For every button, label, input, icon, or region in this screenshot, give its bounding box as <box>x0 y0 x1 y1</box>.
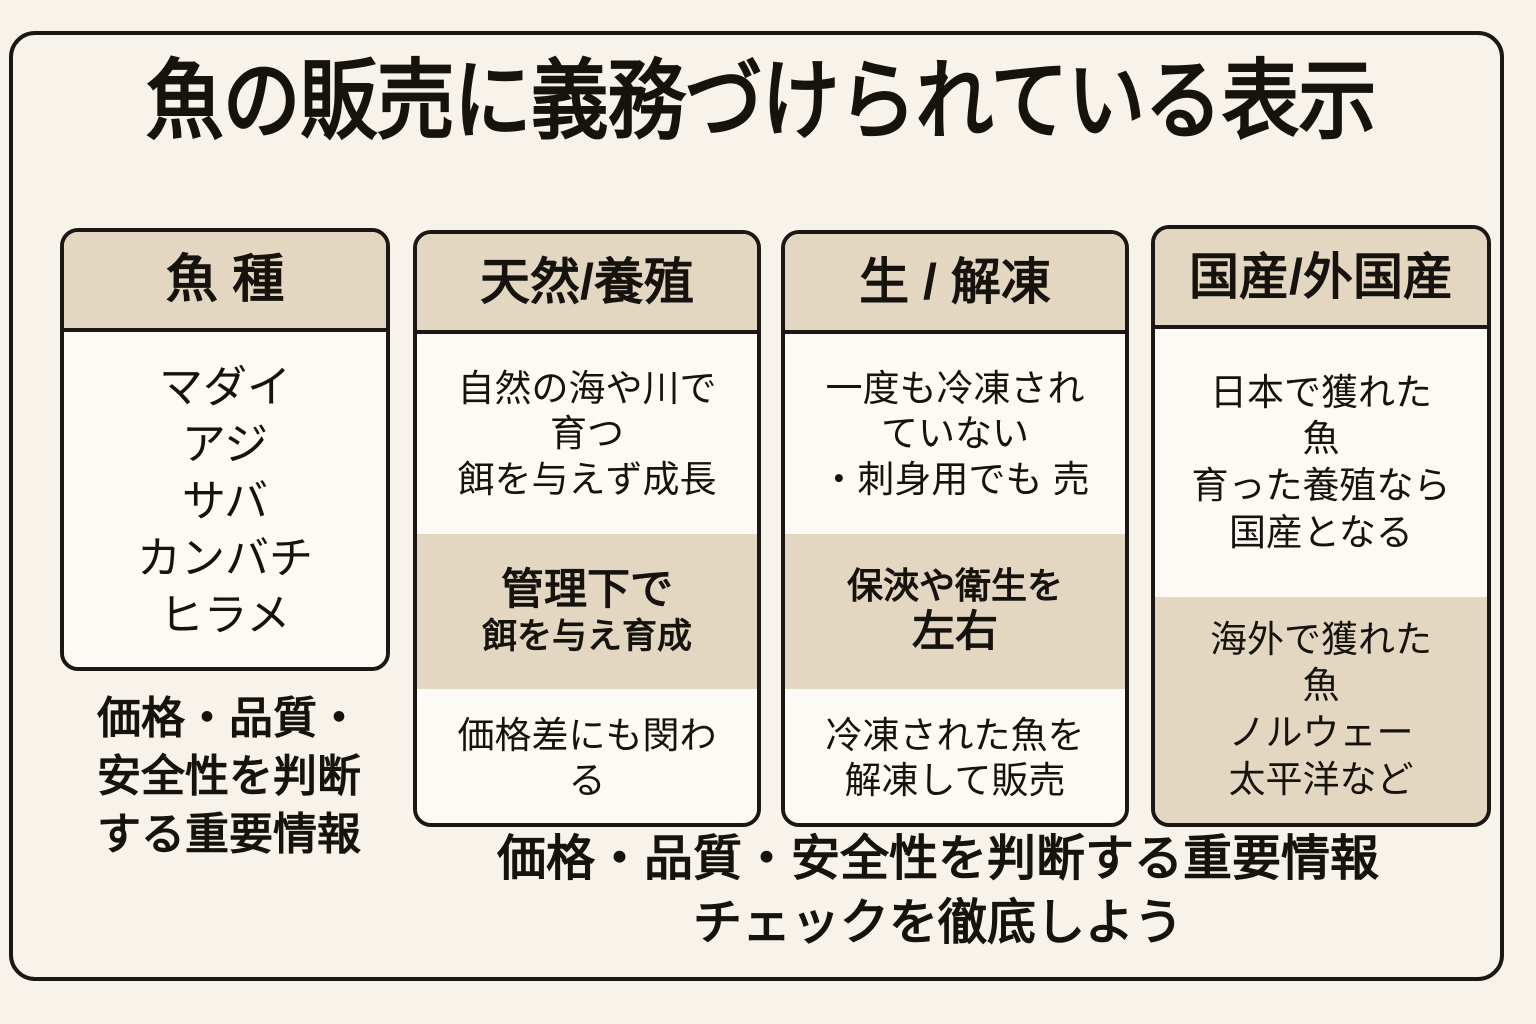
section-line: ノルウェー <box>1228 712 1414 753</box>
section-line: 国産となる <box>1229 511 1413 553</box>
section-line: 冷凍された魚を <box>825 714 1085 756</box>
section-line: 左右 <box>912 608 998 657</box>
section-line: 育った養殖なら <box>1191 465 1451 506</box>
card-fish-species: 魚 種 マダイ アジ サバ カンバチ ヒラメ <box>60 228 390 671</box>
section-line: 餌を与えず成長 <box>457 458 717 500</box>
list-item: アジ <box>181 419 269 469</box>
section-line: 解凍して販売 <box>844 760 1066 801</box>
section-line: 餌を与え育成 <box>481 617 692 657</box>
list-item: カンバチ <box>137 534 313 584</box>
caption-line: する重要情報 <box>97 810 361 860</box>
card-section-farmed-highlight: 管理下で 餌を与え育成 <box>417 534 757 689</box>
section-emphasis-line: 保浹や衛生を <box>846 565 1063 607</box>
caption-line: 価格・品質・ <box>97 694 361 743</box>
card-section-price-note: 価格差にも閔わ る <box>417 689 757 823</box>
section-line: 魚 <box>1302 418 1340 460</box>
card-section-freshness-highlight: 保浹や衛生を 左右 <box>785 534 1125 689</box>
list-item: サバ <box>181 476 269 526</box>
card-section-wild: 自然の海や川で 育つ 餌を与えず成長 <box>417 334 757 534</box>
card-domestic-foreign: 国産/外国産 日本で獲れた 魚 育った養殖なら 国産となる 海外で獲れた 魚 ノ… <box>1151 225 1491 827</box>
caption-line: 価格・品質・安全性を判断する重要情報 <box>496 832 1379 886</box>
card-header-fish-species: 魚 種 <box>64 232 386 332</box>
card-section-fresh: 一度も冷凍され ていない ・刺身用でも 売 <box>785 334 1125 534</box>
card-header-fresh-thawed: 生 / 解凍 <box>785 234 1125 334</box>
caption-line: 安全性を判断 <box>97 752 361 802</box>
section-line: る <box>568 760 606 801</box>
section-line: 一度も冷凍され <box>825 368 1085 410</box>
card-wild-farmed: 天然/養殖 自然の海や川で 育つ 餌を与えず成長 管理下で 餌を与え育成 価格差… <box>413 230 761 827</box>
section-emphasis-line: 管理下で <box>501 565 673 614</box>
section-line: ・刺身用でも 売 <box>820 458 1090 500</box>
page-title: 魚の販売に義務づけられている表示 <box>145 51 1377 150</box>
section-line: 日本で獲れた <box>1210 371 1432 413</box>
card-header-wild-farmed: 天然/養殖 <box>417 234 757 334</box>
caption-bottom: 価格・品質・安全性を判断する重要情報 チェックを徹底しよう <box>413 828 1463 955</box>
section-line: 海外で獲れた <box>1210 618 1432 660</box>
section-line: 太平洋など <box>1228 758 1414 800</box>
card-section-fish-list: マダイ アジ サバ カンバチ ヒラメ <box>64 332 386 667</box>
list-item: ヒラメ <box>159 591 291 641</box>
card-section-thawed: 冷凍された魚を 解凍して販売 <box>785 689 1125 823</box>
section-line: ていない <box>881 413 1029 455</box>
card-section-foreign: 海外で獲れた 魚 ノルウェー 太平洋など <box>1155 597 1487 823</box>
list-item: マダイ <box>159 362 291 412</box>
caption-left: 価格・品質・ 安全性を判断 する重要情報 <box>61 690 397 864</box>
section-line: 魚 <box>1302 665 1340 707</box>
card-fresh-thawed: 生 / 解凍 一度も冷凍され ていない ・刺身用でも 売 保浹や衛生を 左右 冷… <box>781 230 1129 827</box>
card-header-domestic-foreign: 国産/外国産 <box>1155 229 1487 329</box>
card-section-domestic: 日本で獲れた 魚 育った養殖なら 国産となる <box>1155 329 1487 597</box>
section-line: 価格差にも閔わ <box>457 714 717 756</box>
caption-line: チェックを徹底しよう <box>692 895 1183 950</box>
section-line: 育つ <box>550 413 624 455</box>
section-line: 自然の海や川で <box>457 368 717 410</box>
infographic-frame: 魚の販売に義務づけられている表示 魚 種 マダイ アジ サバ カンバチ ヒラメ … <box>9 31 1504 981</box>
